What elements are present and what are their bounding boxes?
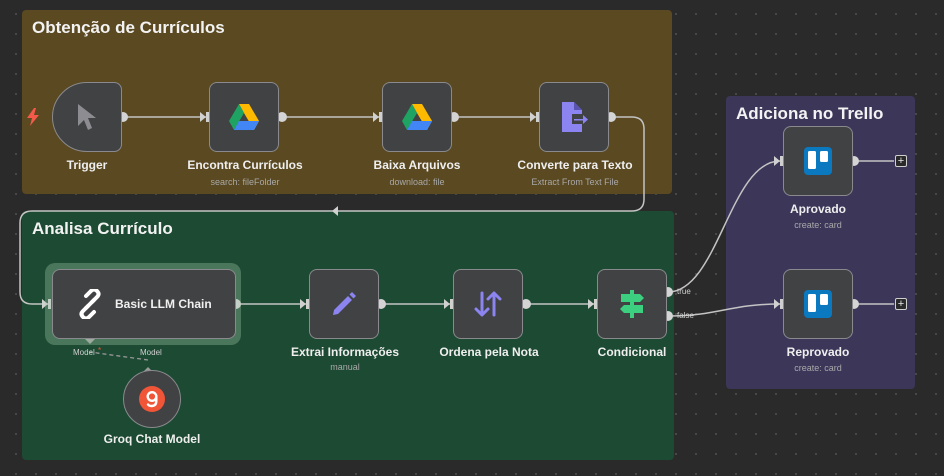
reprovado-node[interactable] [783, 269, 853, 339]
node-label: Converte para Texto [517, 158, 633, 172]
wire-false-reprovado [667, 303, 781, 317]
wire-groq-model [89, 351, 149, 361]
extrai-informacoes-node[interactable] [309, 269, 379, 339]
node-label: Aprovado [789, 202, 846, 216]
google-drive-icon [402, 104, 432, 130]
sticky-trello[interactable]: Adiciona no Trello [726, 96, 915, 389]
node-subtitle: download: file [389, 177, 445, 187]
node-label: Baixa Arquivos [373, 158, 461, 172]
wire-true-aprovado [667, 160, 781, 293]
add-node-button[interactable]: + [895, 155, 907, 167]
converte-texto-node[interactable] [539, 82, 609, 152]
aprovado-node[interactable] [783, 126, 853, 196]
basic-llm-chain-node[interactable]: Basic LLM Chain [52, 269, 236, 339]
google-drive-icon [229, 104, 259, 130]
sort-arrows-icon [474, 291, 502, 317]
node-label: Ordena pela Nota [439, 345, 539, 359]
groq-chat-model-node[interactable] [123, 370, 181, 428]
node-label: Extrai Informações [290, 345, 400, 359]
sticky-title: Obtenção de Currículos [32, 18, 225, 37]
groq-icon [139, 386, 165, 412]
true-port-label: true [677, 287, 691, 296]
baixa-arquivos-node[interactable] [382, 82, 452, 152]
ordena-nota-node[interactable] [453, 269, 523, 339]
model-port-label: Model [140, 348, 162, 357]
condicional-node[interactable] [597, 269, 667, 339]
extract-file-icon [562, 102, 588, 132]
add-node-button[interactable]: + [895, 298, 907, 310]
model-port-label: Model [73, 348, 95, 357]
node-subtitle: search: fileFolder [210, 177, 280, 187]
false-port-label: false [677, 311, 694, 320]
trello-icon [804, 290, 832, 318]
trigger-node[interactable] [52, 82, 122, 152]
node-subtitle: Extract From Text File [531, 177, 619, 187]
pencil-icon [333, 292, 356, 315]
sticky-title: Adiciona no Trello [736, 104, 884, 123]
required-marker: * [98, 346, 102, 355]
node-label: Trigger [66, 158, 108, 172]
lightning-icon [27, 108, 39, 126]
node-label: Condicional [597, 345, 667, 359]
node-subtitle: manual [330, 362, 360, 372]
sticky-title: Analisa Currículo [32, 219, 173, 238]
node-label: Encontra Currículos [187, 158, 303, 172]
encontra-curriculos-node[interactable] [209, 82, 279, 152]
node-label: Basic LLM Chain [115, 297, 212, 311]
node-subtitle: create: card [794, 363, 842, 373]
node-label: Reprovado [786, 345, 850, 359]
signpost-icon [620, 290, 644, 318]
node-label: Groq Chat Model [103, 432, 201, 446]
trello-icon [804, 147, 832, 175]
node-subtitle: create: card [794, 220, 842, 230]
chain-link-icon [79, 289, 101, 319]
cursor-icon [78, 104, 96, 130]
